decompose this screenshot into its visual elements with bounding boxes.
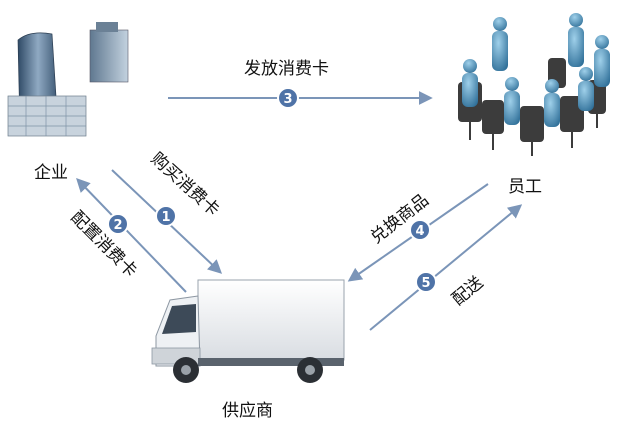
step-badge-3: 3 [277,87,299,109]
step-badge-5: 5 [415,271,437,293]
meeting-people-icon [458,13,610,156]
flow-label-3: 发放消费卡 [244,59,329,79]
arrow-2 [76,177,187,293]
delivery-truck-icon [151,279,345,383]
node-label-supplier: 供应商 [222,401,273,421]
flow-label-2: 配置消费卡 [66,207,140,281]
svg-text:1: 1 [161,210,170,225]
node-label-enterprise: 企业 [34,163,68,183]
office-buildings-icon [7,22,129,137]
node-label-employee: 员工 [508,177,542,197]
step-badge-1: 1 [155,205,177,227]
svg-text:2: 2 [113,218,122,233]
flow-label-5: 配送 [448,273,487,310]
svg-text:3: 3 [283,92,292,107]
arrow-5 [369,204,523,331]
svg-text:4: 4 [415,224,424,239]
svg-text:5: 5 [421,276,430,291]
step-badge-2: 2 [107,213,129,235]
step-badge-4: 4 [409,219,431,241]
